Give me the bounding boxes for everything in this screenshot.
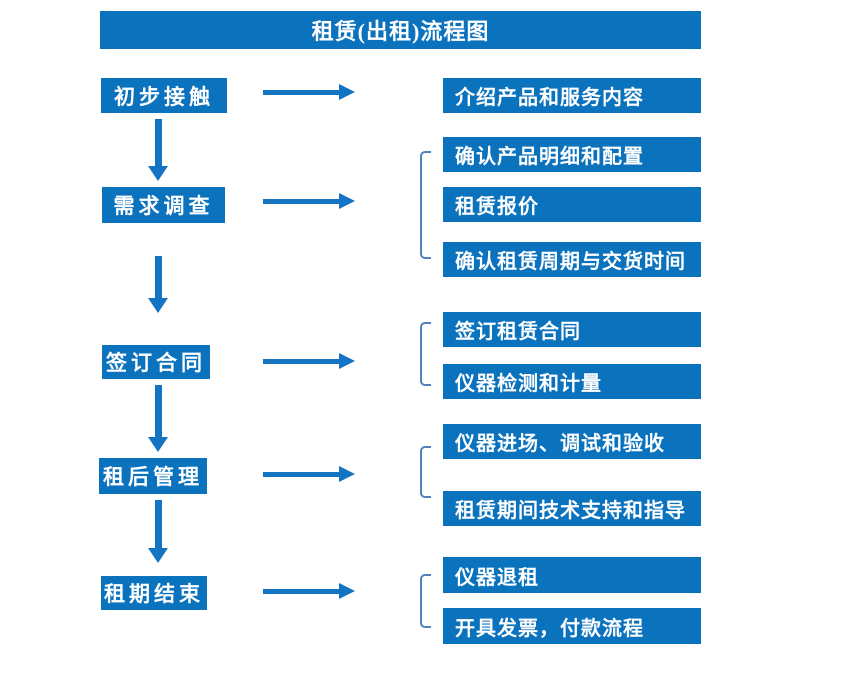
- detail-label: 签订租赁合同: [455, 321, 581, 343]
- right-arrow-head: [339, 583, 355, 599]
- detail-instrument-testing-metering: 仪器检测和计量: [443, 364, 701, 399]
- detail-label: 仪器检测和计量: [455, 373, 602, 395]
- step-label: 签订合同: [106, 351, 206, 375]
- right-arrow-head: [339, 84, 355, 100]
- down-arrow-shaft: [154, 500, 162, 548]
- step-initial-contact: 初步接触: [101, 78, 227, 113]
- right-arrow-icon: [263, 193, 355, 209]
- right-arrow-icon: [263, 466, 355, 482]
- right-arrow-icon: [263, 353, 355, 369]
- step-demand-survey: 需求调查: [102, 187, 225, 223]
- detail-label: 租赁报价: [455, 196, 539, 218]
- right-arrow-shaft: [263, 358, 339, 364]
- detail-label: 开具发票，付款流程: [455, 617, 644, 640]
- group-bracket-icon: [420, 574, 431, 628]
- detail-sign-rental-contract: 签订租赁合同: [443, 312, 701, 347]
- group-bracket-icon: [420, 446, 431, 498]
- detail-rental-quotation: 租赁报价: [443, 187, 701, 222]
- right-arrow-head: [339, 193, 355, 209]
- right-arrow-shaft: [263, 198, 339, 204]
- down-arrow-head: [148, 166, 168, 181]
- step-label: 租期结束: [104, 582, 204, 606]
- right-arrow-shaft: [263, 89, 339, 95]
- flowchart-title: 租赁(出租)流程图: [100, 11, 701, 49]
- down-arrow-icon: [148, 385, 168, 452]
- right-arrow-head: [339, 353, 355, 369]
- detail-label: 仪器进场、调试和验收: [455, 433, 665, 455]
- right-arrow-shaft: [263, 471, 339, 477]
- detail-technical-support-guidance: 租赁期间技术支持和指导: [443, 491, 701, 526]
- detail-instrument-entry-debug-acceptance: 仪器进场、调试和验收: [443, 424, 701, 459]
- step-sign-contract: 签订合同: [102, 345, 210, 379]
- step-label: 初步接触: [114, 84, 214, 109]
- group-bracket-icon: [420, 151, 431, 259]
- step-post-rental-management: 租后管理: [99, 458, 207, 494]
- detail-confirm-product-details-config: 确认产品明细和配置: [443, 137, 701, 172]
- step-rental-period-end: 租期结束: [101, 576, 207, 610]
- detail-confirm-rental-period-delivery: 确认租赁周期与交货时间: [443, 242, 701, 277]
- step-label: 租后管理: [103, 465, 203, 489]
- down-arrow-icon: [148, 119, 168, 181]
- detail-label: 介绍产品和服务内容: [455, 87, 644, 109]
- group-bracket-icon: [420, 322, 431, 386]
- down-arrow-icon: [148, 256, 168, 313]
- flowchart-title-label: 租赁(出租)流程图: [311, 19, 490, 44]
- down-arrow-head: [148, 437, 168, 452]
- detail-introduce-products-services: 介绍产品和服务内容: [443, 78, 701, 113]
- right-arrow-icon: [263, 84, 355, 100]
- right-arrow-shaft: [263, 588, 339, 594]
- detail-invoice-payment-process: 开具发票，付款流程: [443, 608, 701, 644]
- down-arrow-shaft: [154, 119, 162, 166]
- down-arrow-head: [148, 298, 168, 313]
- detail-label: 确认产品明细和配置: [455, 146, 644, 168]
- down-arrow-head: [148, 548, 168, 563]
- detail-label: 确认租赁周期与交货时间: [455, 251, 686, 273]
- right-arrow-icon: [263, 583, 355, 599]
- detail-instrument-return: 仪器退租: [443, 557, 701, 593]
- right-arrow-head: [339, 466, 355, 482]
- down-arrow-shaft: [154, 385, 162, 437]
- down-arrow-icon: [148, 500, 168, 563]
- down-arrow-shaft: [154, 256, 162, 298]
- detail-label: 仪器退租: [455, 566, 539, 589]
- step-label: 需求调查: [113, 194, 214, 218]
- detail-label: 租赁期间技术支持和指导: [455, 500, 686, 522]
